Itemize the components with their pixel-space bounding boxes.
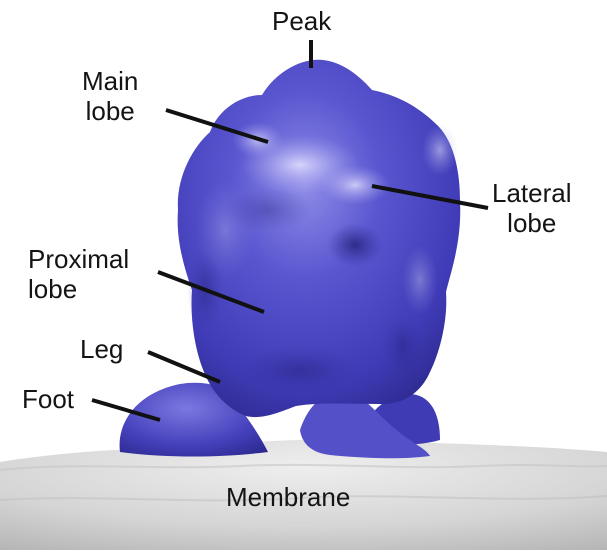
- membrane-label: Membrane: [226, 482, 350, 512]
- foot-label: Foot: [22, 384, 74, 414]
- main-lobe-label: Main lobe: [82, 66, 138, 126]
- main-lobe-label-line-1: Main: [82, 66, 138, 96]
- proximal-lobe-label: Proximal lobe: [28, 244, 129, 304]
- main-lobe-label-line-2: lobe: [82, 96, 138, 126]
- leg-label: Leg: [80, 334, 123, 364]
- lateral-lobe-label-line-2: lobe: [492, 208, 572, 238]
- proximal-lobe-label-line-2: lobe: [28, 274, 129, 304]
- lateral-lobe-label: Lateral lobe: [492, 178, 572, 238]
- lateral-lobe-label-line-1: Lateral: [492, 178, 572, 208]
- proximal-lobe-label-line-1: Proximal: [28, 244, 129, 274]
- peak-label: Peak: [272, 6, 331, 36]
